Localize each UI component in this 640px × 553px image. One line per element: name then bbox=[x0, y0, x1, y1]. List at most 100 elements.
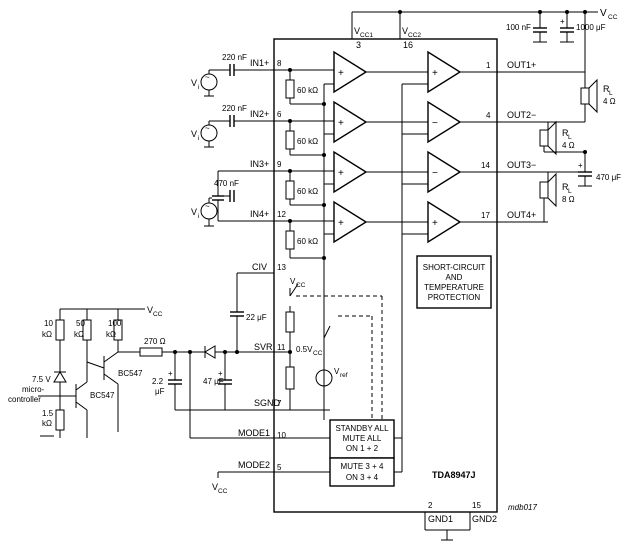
micro-label-1: micro- bbox=[22, 385, 45, 394]
cap-in1-label: 220 nF bbox=[222, 53, 247, 62]
svg-text:60 kΩ: 60 kΩ bbox=[297, 237, 318, 246]
svg-text:−: − bbox=[432, 118, 438, 129]
svg-text:ref: ref bbox=[340, 372, 348, 379]
cap-in34-label: 470 nF bbox=[214, 179, 239, 188]
supply-rail: V CC V CC1 V CC2 3 16 100 nF + 1000 μF bbox=[351, 8, 618, 72]
vcc2-label: V bbox=[402, 26, 408, 36]
preamp-2 bbox=[333, 100, 368, 144]
power-amp-4 bbox=[427, 200, 462, 244]
svg-text:12: 12 bbox=[277, 210, 286, 219]
svg-text:kΩ: kΩ bbox=[42, 419, 52, 428]
ground-pins: 2 15 GND1 GND2 bbox=[424, 501, 497, 541]
q2-label: BC547 bbox=[118, 369, 143, 378]
pin-label-in1p: IN1+ bbox=[250, 58, 269, 68]
cap-100n-label: 100 nF bbox=[506, 23, 531, 32]
svg-text:kΩ: kΩ bbox=[42, 330, 52, 339]
svg-text:CC: CC bbox=[218, 488, 228, 495]
pin-label-out4p: OUT4+ bbox=[507, 210, 536, 220]
pin-label-gnd2: GND2 bbox=[472, 514, 497, 524]
svg-text:+: + bbox=[338, 118, 344, 129]
mode1-block bbox=[329, 419, 395, 459]
svg-text:+: + bbox=[218, 369, 223, 378]
svg-text:CC: CC bbox=[608, 14, 618, 21]
pin-vcc2: 16 bbox=[403, 40, 413, 50]
svg-text:~: ~ bbox=[205, 202, 210, 211]
svg-text:STANDBY ALL: STANDBY ALL bbox=[335, 424, 389, 433]
svg-text:i: i bbox=[198, 213, 199, 220]
svg-text:MUTE ALL: MUTE ALL bbox=[343, 434, 382, 443]
svg-text:V: V bbox=[191, 207, 197, 217]
svg-text:CC2: CC2 bbox=[408, 32, 421, 39]
preamp-4 bbox=[333, 200, 368, 244]
svg-text:MUTE 3 + 4: MUTE 3 + 4 bbox=[341, 462, 384, 471]
cap-1000u-label: 1000 μF bbox=[576, 23, 606, 32]
cap-470u-label: 470 μF bbox=[596, 173, 621, 182]
pin-label-in3p: IN3+ bbox=[250, 159, 269, 169]
svg-text:+: + bbox=[432, 68, 438, 79]
pin-label-mode2: MODE2 bbox=[238, 460, 270, 470]
svg-text:V: V bbox=[147, 305, 153, 315]
svg-text:13: 13 bbox=[277, 263, 286, 272]
svg-text:1: 1 bbox=[486, 61, 491, 70]
chip-name: TDA8947J bbox=[432, 470, 476, 480]
svg-text:SHORT-CIRCUIT: SHORT-CIRCUIT bbox=[423, 263, 486, 272]
svg-text:10: 10 bbox=[277, 431, 286, 440]
svg-text:+: + bbox=[432, 218, 438, 229]
svg-text:270 Ω: 270 Ω bbox=[144, 337, 166, 346]
svg-text:L: L bbox=[609, 90, 613, 97]
svg-text:~: ~ bbox=[205, 73, 210, 82]
pin-label-in4p: IN4+ bbox=[250, 209, 269, 219]
svg-text:V: V bbox=[191, 78, 197, 88]
svg-text:1.5: 1.5 bbox=[42, 409, 54, 418]
pin-label-gnd1: GND1 bbox=[428, 514, 453, 524]
preamp-1 bbox=[333, 50, 368, 94]
svg-text:11: 11 bbox=[277, 343, 286, 352]
pin-label-out3m: OUT3− bbox=[507, 160, 536, 170]
svg-text:CC: CC bbox=[313, 350, 323, 357]
svg-text:L: L bbox=[568, 134, 572, 141]
svg-text:8: 8 bbox=[277, 59, 282, 68]
svg-text:+: + bbox=[168, 369, 173, 378]
svg-text:2: 2 bbox=[428, 501, 433, 510]
svg-text:TEMPERATURE: TEMPERATURE bbox=[424, 283, 484, 292]
figure-code: mdb017 bbox=[508, 503, 537, 512]
svg-text:ON 3 + 4: ON 3 + 4 bbox=[346, 473, 379, 482]
q1-label: BC547 bbox=[90, 391, 115, 400]
svg-text:i: i bbox=[198, 84, 199, 91]
svg-text:L: L bbox=[568, 188, 572, 195]
rl1-label: 4 Ω bbox=[603, 97, 616, 106]
speaker-3 bbox=[539, 181, 549, 199]
svg-text:R: R bbox=[603, 84, 610, 94]
svg-text:6: 6 bbox=[277, 110, 282, 119]
svg-text:4: 4 bbox=[486, 111, 491, 120]
speaker-1 bbox=[580, 87, 590, 105]
speaker-2 bbox=[539, 129, 549, 147]
svg-text:V: V bbox=[212, 482, 218, 492]
svg-text:7: 7 bbox=[277, 399, 282, 408]
svg-text:i: i bbox=[198, 135, 199, 142]
svg-text:CC: CC bbox=[153, 311, 163, 318]
rl2-label: 4 Ω bbox=[562, 141, 575, 150]
svg-text:+: + bbox=[578, 161, 583, 170]
svg-text:60 kΩ: 60 kΩ bbox=[297, 187, 318, 196]
pin-label-out2m: OUT2− bbox=[507, 110, 536, 120]
pin-label-civ: CIV bbox=[252, 262, 267, 272]
svg-text:100: 100 bbox=[108, 319, 122, 328]
mode2-block bbox=[329, 457, 395, 487]
rl3-label: 8 Ω bbox=[562, 195, 575, 204]
svg-text:+: + bbox=[338, 68, 344, 79]
svg-text:μF: μF bbox=[155, 387, 165, 396]
svg-text:9: 9 bbox=[277, 160, 282, 169]
svg-text:V: V bbox=[334, 367, 340, 376]
svg-text:ON 1 + 2: ON 1 + 2 bbox=[346, 444, 379, 453]
svg-text:5: 5 bbox=[277, 463, 282, 472]
vcc1-label: V bbox=[354, 26, 360, 36]
micro-label-2: controller bbox=[8, 395, 41, 404]
protection-block: SHORT-CIRCUIT AND TEMPERATURE PROTECTION bbox=[416, 255, 492, 309]
